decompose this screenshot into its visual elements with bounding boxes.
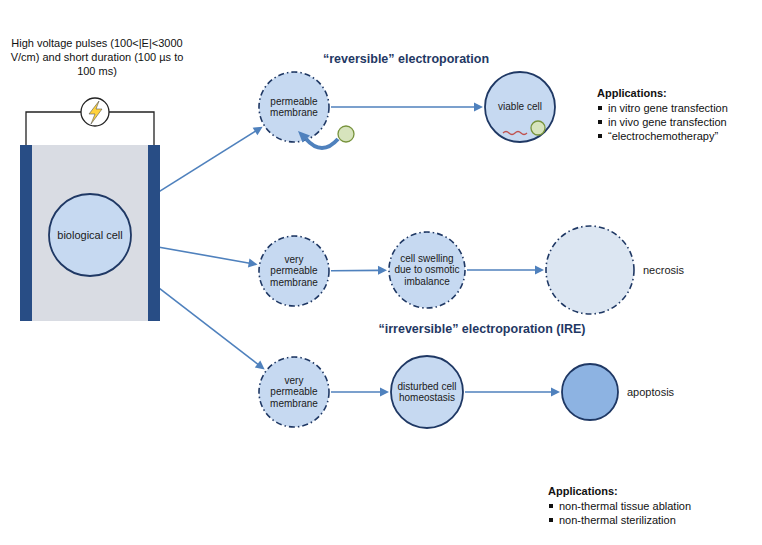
cell-circle: very permeable membrane <box>258 356 330 428</box>
application-item: “electrochemotherapy” <box>608 130 718 142</box>
arrow-head <box>380 388 389 397</box>
arrow-head <box>248 259 258 268</box>
application-item-box: non-thermal tissue ablation <box>548 499 691 513</box>
arrow-line <box>331 106 475 108</box>
panel-fill <box>228 47 584 149</box>
bullet-marker <box>598 134 602 138</box>
pulse-generator <box>81 98 109 126</box>
arrow-head <box>253 127 263 136</box>
cell-label: disturbed cell homeostasis <box>395 381 459 404</box>
cell-outline <box>562 364 618 420</box>
cell-outline <box>389 232 465 308</box>
applications-heading: Applications: <box>597 87 667 99</box>
cuvette-medium <box>32 145 148 321</box>
outcome-label: apoptosis <box>627 386 674 399</box>
cell-label: viable cell <box>498 101 542 113</box>
pulse-note: High voltage pulses (100<|E|<3000 V/cm) … <box>11 37 184 77</box>
dna-strand <box>503 132 527 135</box>
application-item-box: non-thermal sterilization <box>548 513 676 527</box>
cell-label: permeable membrane <box>263 96 325 119</box>
arrow-head <box>378 266 387 275</box>
arrow-line <box>465 391 552 393</box>
arrow-connector <box>331 388 389 397</box>
cell-outline <box>259 236 329 306</box>
cell-outline <box>259 72 329 142</box>
bullet-marker <box>598 106 602 110</box>
outcome-circle: apoptosis <box>561 363 619 421</box>
arrow-connector <box>331 266 387 275</box>
applications-heading-box: Applications: <box>597 86 667 100</box>
outcome-circle: necrosis <box>545 225 635 315</box>
arrow-head <box>551 388 560 397</box>
bullet-marker <box>598 120 602 124</box>
cell-outline <box>391 356 463 428</box>
pulse-note-box: High voltage pulses (100<|E|<3000 V/cm) … <box>8 36 186 78</box>
panel-title: “reversible” electroporation <box>228 52 584 67</box>
process-panel: “irreversible” electroporation (IRE) very… <box>228 200 736 481</box>
arrow-line <box>331 391 381 393</box>
applications-heading-box: Applications: <box>548 484 618 498</box>
application-item-box: in vivo gene transfection <box>597 115 727 129</box>
applications-heading: Applications: <box>548 485 618 497</box>
cell-label: cell swelling due to osmotic imbalance <box>394 253 461 288</box>
uptake-arrow <box>306 139 338 148</box>
electrode-plate <box>20 145 32 321</box>
circle-outline <box>545 225 635 315</box>
electrode-plate <box>148 145 160 321</box>
panel-title: “irreversible” electroporation (IRE) <box>228 322 736 337</box>
cell-label: very permeable membrane <box>263 375 325 410</box>
arrow-connector <box>331 103 483 112</box>
cell-outline <box>485 72 555 142</box>
arrow-head <box>255 360 265 369</box>
arrow-head <box>535 266 544 275</box>
circuit-wire <box>109 112 154 145</box>
arrow-line <box>331 270 379 272</box>
panel-fill <box>228 200 736 481</box>
circle-outline <box>561 363 619 421</box>
application-item: non-thermal sterilization <box>559 514 676 526</box>
cell-circle: permeable membrane <box>258 71 330 143</box>
outcome-label: necrosis <box>643 264 684 277</box>
uptake-arrowhead <box>298 131 310 143</box>
molecule-dot <box>338 126 354 142</box>
arrow-connector <box>465 388 560 397</box>
application-item: in vitro gene transfection <box>608 102 728 114</box>
application-item: non-thermal tissue ablation <box>559 500 691 512</box>
arrow-connector <box>467 266 544 275</box>
bullet-marker <box>549 518 553 522</box>
cell-circle: disturbed cell homeostasis <box>390 355 464 429</box>
panel-shadow <box>230 203 738 484</box>
arrow-head <box>474 103 483 112</box>
process-panel: “reversible” electroporation permeable me… <box>228 47 584 149</box>
cell-circle: very permeable membrane <box>258 235 330 307</box>
arrow-line <box>467 269 536 271</box>
cell-circle: cell swelling due to osmotic imbalance <box>388 231 466 309</box>
application-item-box: in vitro gene transfection <box>597 101 728 115</box>
cell-circle: biological cell <box>48 193 132 277</box>
cell-circle: viable cell <box>484 71 556 143</box>
molecule-dot <box>531 121 545 135</box>
application-item: in vivo gene transfection <box>608 116 727 128</box>
application-item-box: “electrochemotherapy” <box>597 129 718 143</box>
cell-outline <box>49 194 131 276</box>
cell-label: biological cell <box>57 229 122 242</box>
cell-outline <box>259 357 329 427</box>
bullet-marker <box>549 504 553 508</box>
cell-outline <box>546 226 634 314</box>
lightning-symbol <box>89 101 102 124</box>
circuit-wire <box>26 112 81 145</box>
cell-label: very permeable membrane <box>263 254 325 289</box>
